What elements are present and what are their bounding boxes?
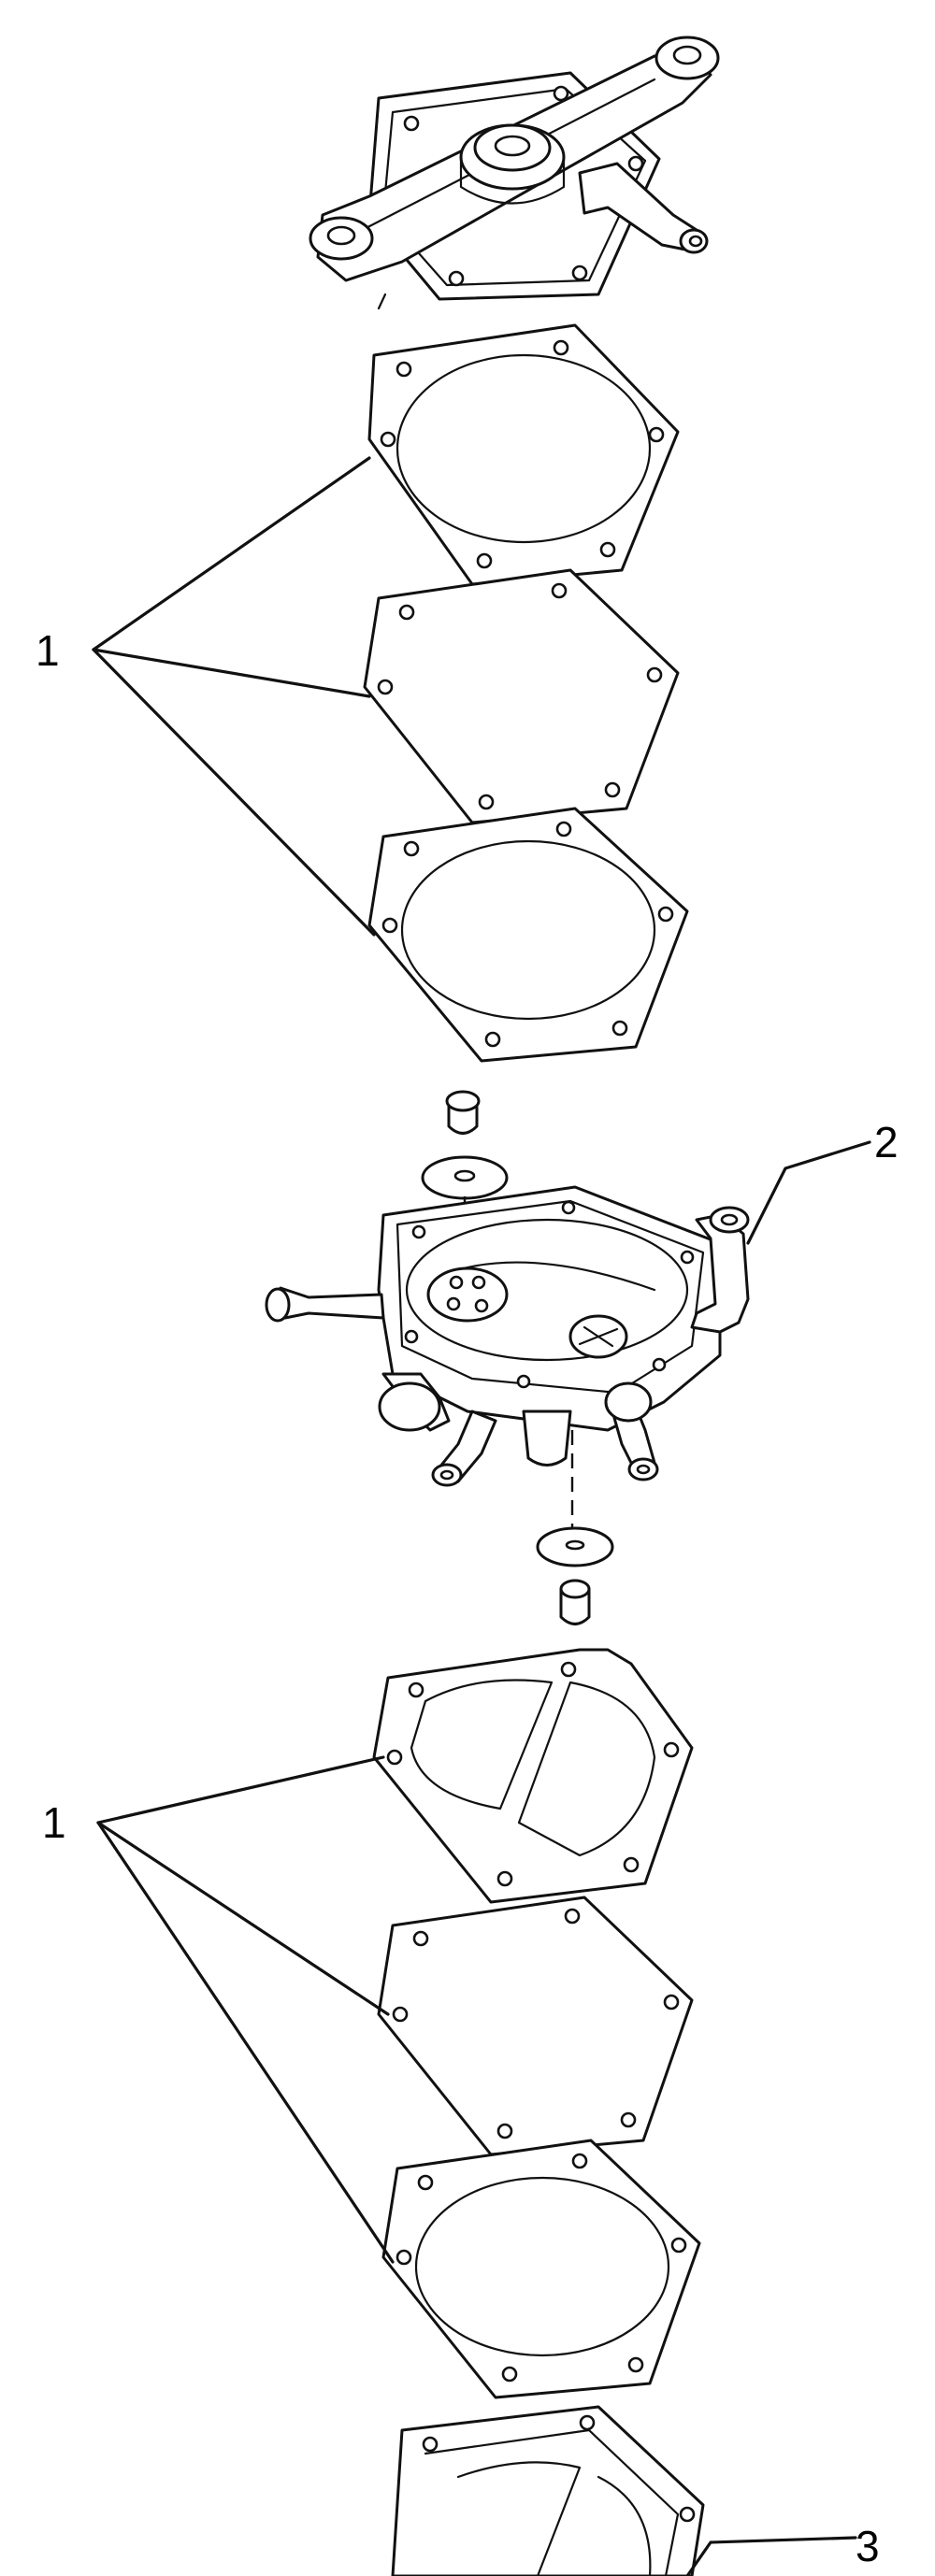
gasket-lower-2 [377,1896,694,2156]
pump-body [265,1185,750,1487]
callout-line-screw [685,2536,857,2576]
gasket-upper-2 [363,568,680,824]
callout-lines-lower [96,1755,395,2264]
gasket-upper-1 [367,323,680,586]
check-valve-lower [536,1430,614,1625]
callout-label-pump-body: 2 [874,1118,899,1166]
callout-lines-upper [92,456,376,937]
pump-bottom-cover [391,2405,705,2576]
gasket-lower-3 [381,2139,701,2399]
callout-label-gaskets-upper: 1 [36,626,60,675]
callout-label-screw: 3 [856,2522,880,2570]
pump-top-cover [309,36,720,310]
callout-line-pump-body [746,1140,871,1245]
gasket-lower-1 [372,1648,694,1904]
gasket-upper-3 [367,807,689,1063]
callout-label-gaskets-lower: 1 [42,1798,66,1847]
